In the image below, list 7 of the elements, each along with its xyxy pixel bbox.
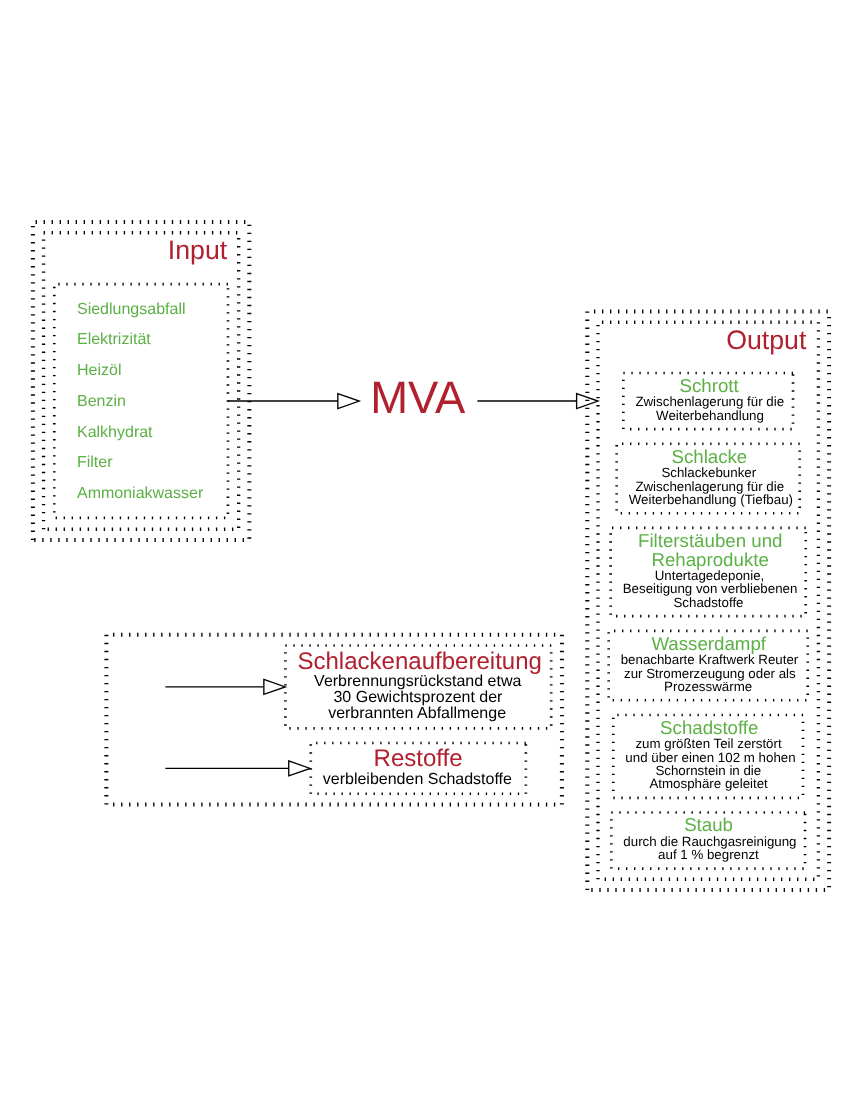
cluster — [30, 219, 252, 541]
arrow — [164, 677, 288, 695]
arrow — [476, 391, 600, 409]
node-text: MVA — [370, 369, 466, 422]
arrow — [164, 758, 313, 776]
arrow — [227, 391, 362, 409]
cluster — [104, 631, 564, 806]
